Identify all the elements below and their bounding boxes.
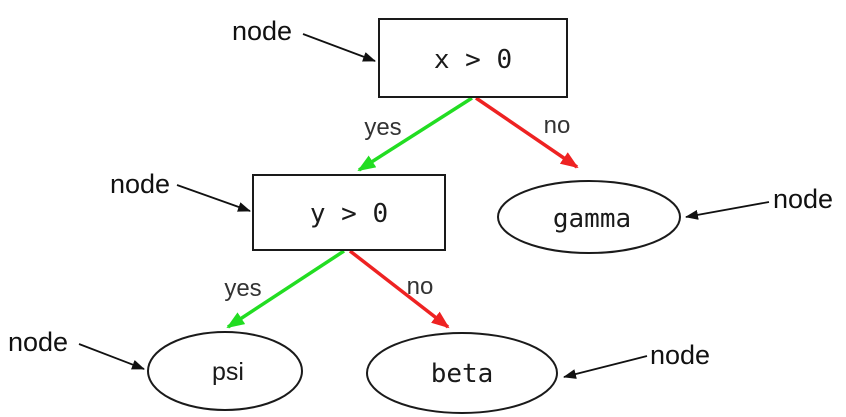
node-gamma-ellipse — [497, 180, 681, 254]
callout-label-root: node — [232, 16, 292, 46]
node-beta-ellipse — [366, 332, 558, 414]
edge-label-no-2: no — [407, 273, 434, 300]
callout-arrow-psi — [78, 343, 145, 370]
node-gamma-label: gamma — [553, 204, 631, 234]
node-ytest-rect — [252, 174, 446, 251]
callout-label-psi: node — [8, 327, 68, 357]
edge-root-no — [475, 96, 579, 169]
edge-ytest-no — [348, 249, 450, 329]
node-psi-label: psi — [212, 358, 244, 386]
callout-arrow-beta — [563, 355, 648, 379]
edge-root-yes — [357, 96, 473, 172]
edge-label-yes-2: yes — [224, 275, 261, 302]
edge-label-yes-1: yes — [364, 114, 401, 141]
node-beta-label: beta — [431, 359, 494, 389]
node-root-label: x > 0 — [434, 45, 512, 75]
node-psi-ellipse — [147, 331, 303, 411]
node-ytest-label: y > 0 — [310, 199, 388, 229]
edge-ytest-yes — [226, 249, 345, 329]
callout-arrow-root — [302, 33, 376, 62]
node-root-rect — [378, 18, 568, 98]
callout-arrow-ytest — [176, 184, 251, 212]
callout-label-ytest: node — [110, 169, 170, 199]
edge-label-no-1: no — [544, 112, 571, 139]
callout-label-gamma: node — [773, 184, 833, 214]
callout-label-beta: node — [650, 340, 710, 370]
callout-arrow-gamma — [685, 201, 770, 220]
